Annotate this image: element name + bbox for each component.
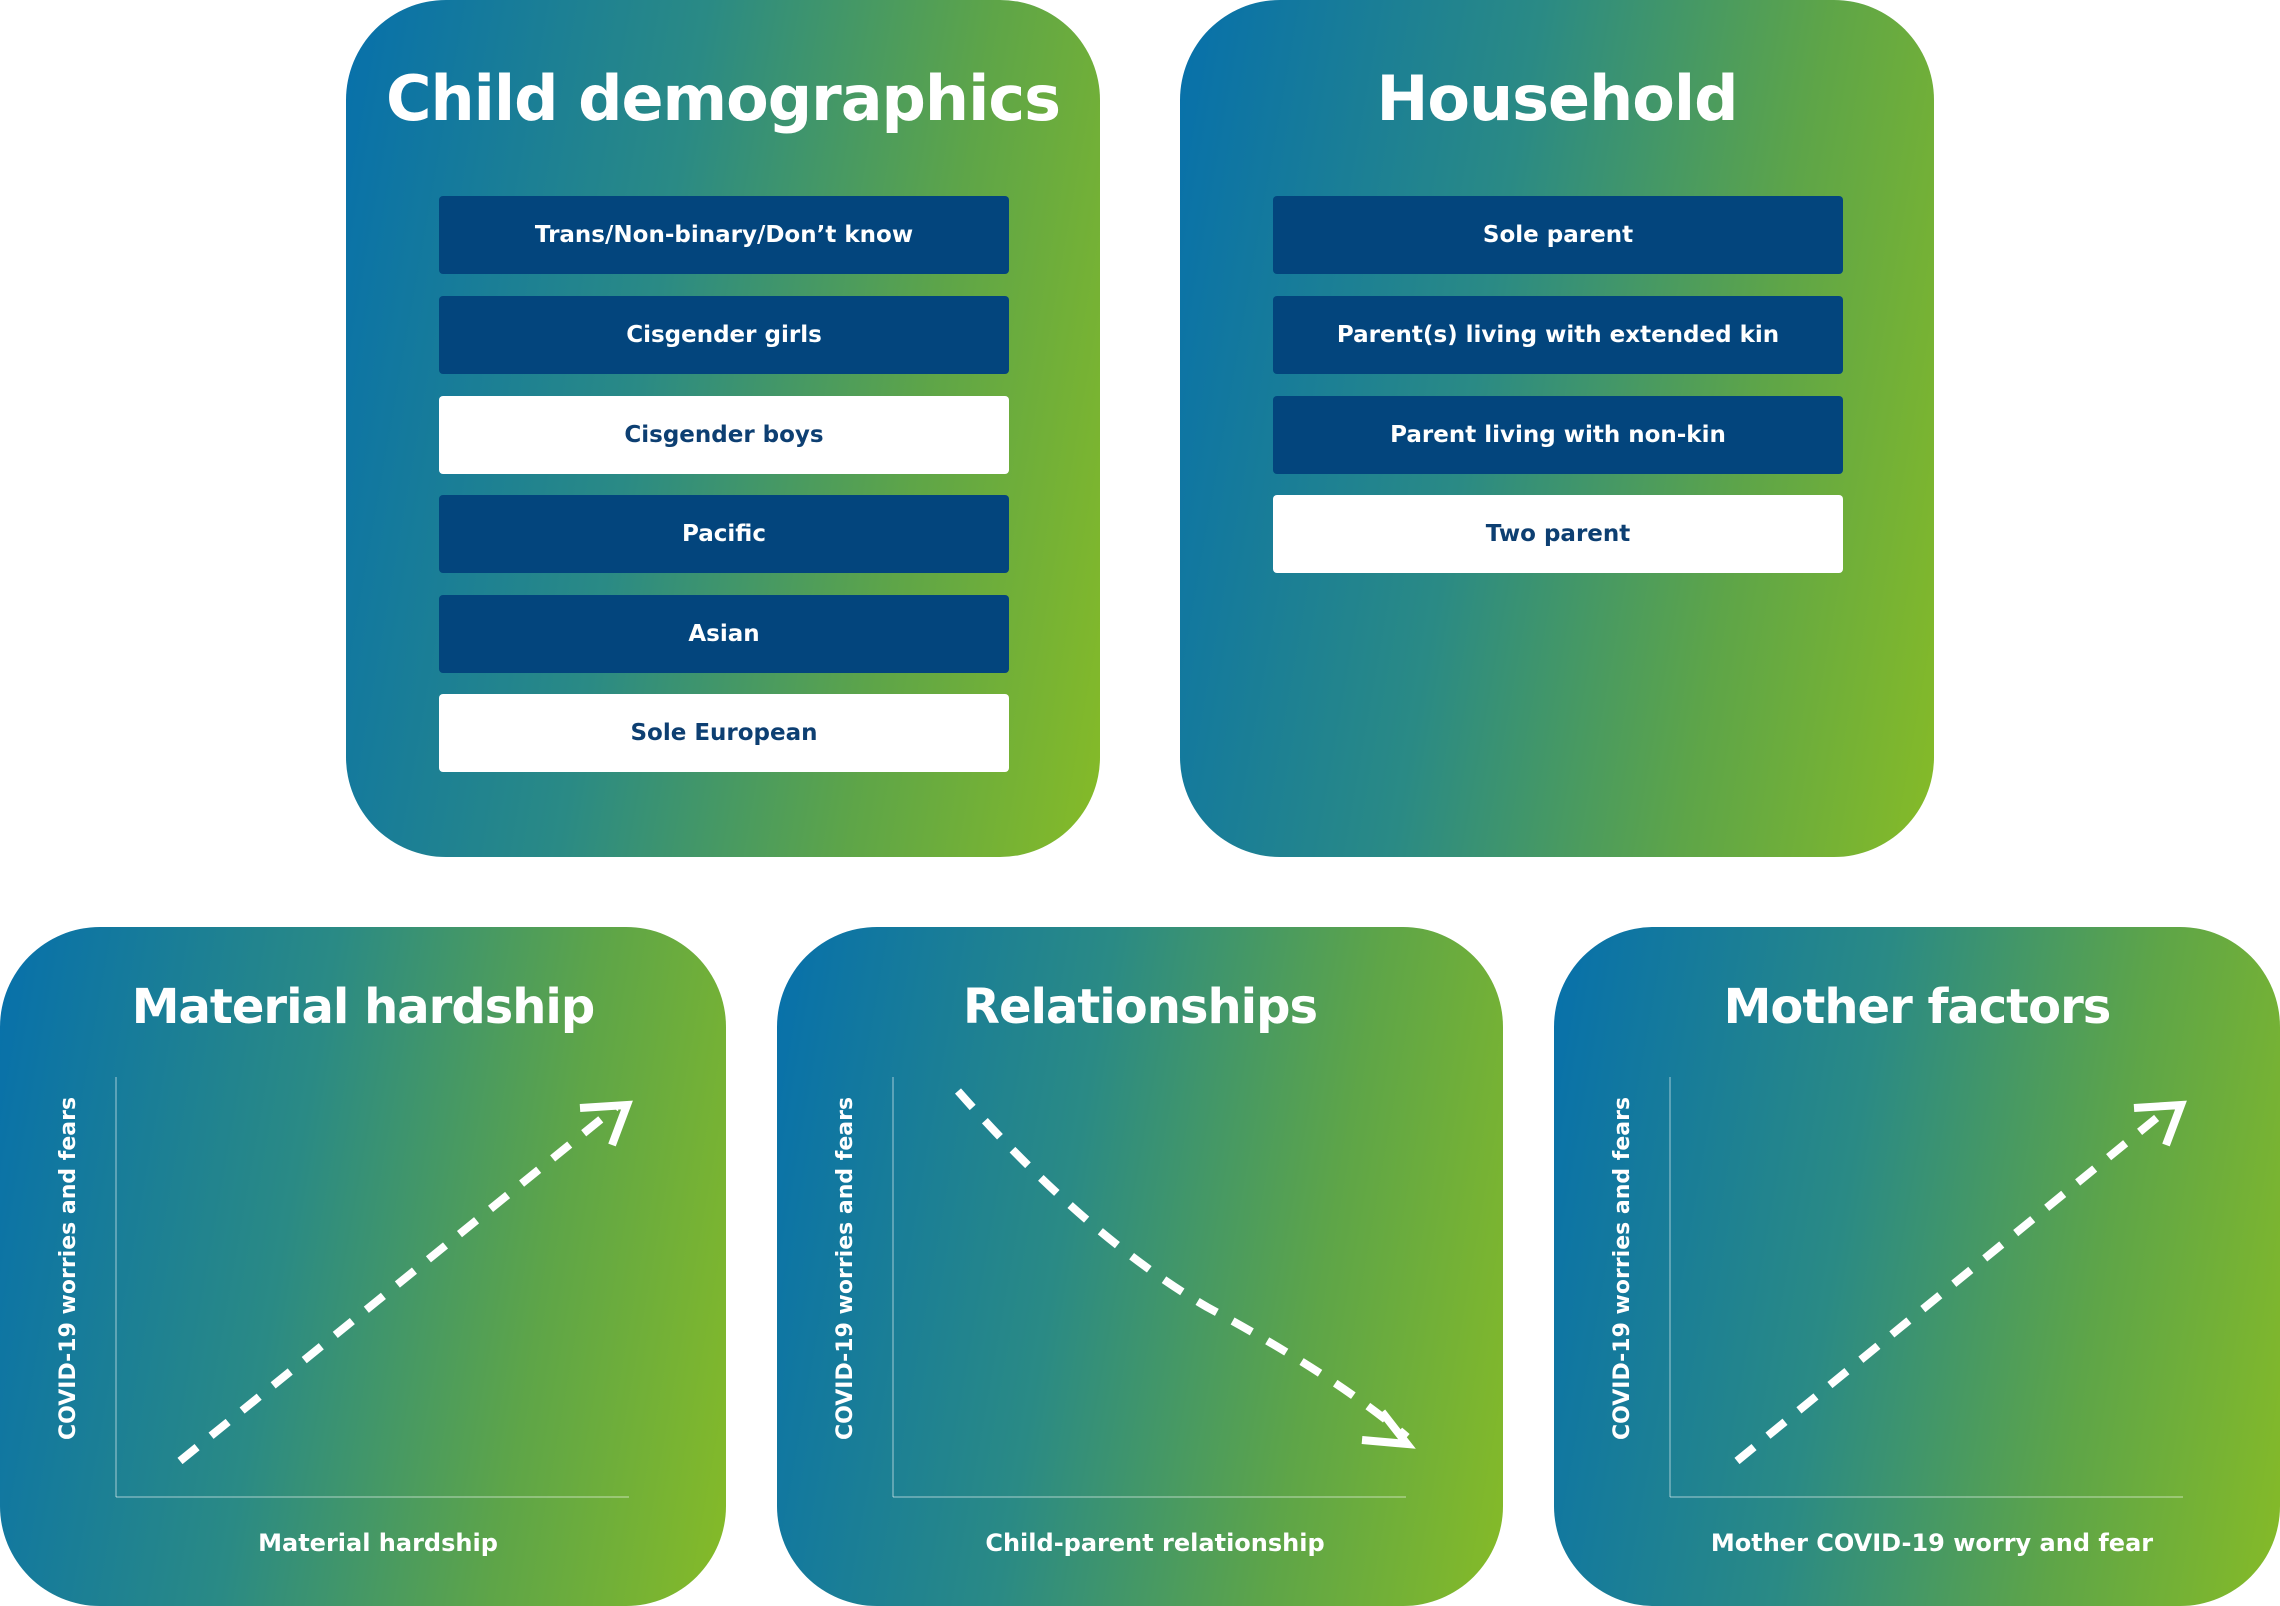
category-pacific: Pacific <box>439 495 1009 573</box>
y-axis-label: COVID-19 worries and fears <box>833 1096 858 1440</box>
arrow-head <box>2133 1100 2187 1147</box>
category-extended-kin: Parent(s) living with extended kin <box>1273 296 1843 374</box>
y-axis-label: COVID-19 worries and fears <box>1610 1096 1635 1440</box>
trend-line-dashed <box>1734 1103 2173 1465</box>
trend-line-dashed <box>177 1103 619 1465</box>
category-two-parent: Two parent <box>1273 495 1843 573</box>
card-title: Mother factors <box>1723 979 2112 1035</box>
category-asian: Asian <box>439 595 1009 673</box>
card-relationships: Relationships COVID-19 worries and fears… <box>777 927 1503 1606</box>
card-mother-factors: Mother factors COVID-19 worries and fear… <box>1554 927 2280 1606</box>
trend-plot <box>892 1077 1416 1498</box>
category-non-kin: Parent living with non-kin <box>1273 396 1843 474</box>
card-title: Child demographics <box>386 62 1061 135</box>
category-cisgender-boys: Cisgender boys <box>439 396 1009 474</box>
trend-plot <box>1669 1077 2187 1498</box>
card-title: Material hardship <box>131 979 595 1035</box>
category-sole-european: Sole European <box>439 694 1009 772</box>
trend-plot <box>115 1077 633 1498</box>
arrow-head <box>579 1100 633 1147</box>
card-child-demographics: Child demographics Trans/Non-binary/Don’… <box>346 0 1100 857</box>
category-trans-nonbinary: Trans/Non-binary/Don’t know <box>439 196 1009 274</box>
card-household: Household Sole parent Parent(s) living w… <box>1180 0 1934 857</box>
category-cisgender-girls: Cisgender girls <box>439 296 1009 374</box>
arrow-head <box>1361 1409 1416 1449</box>
card-title: Relationships <box>962 979 1318 1035</box>
y-axis-label: COVID-19 worries and fears <box>56 1096 81 1440</box>
card-material-hardship: Material hardship COVID-19 worries and f… <box>0 927 726 1606</box>
card-title: Household <box>1376 62 1739 135</box>
trend-line-dashed <box>955 1088 1410 1441</box>
x-axis-label: Child-parent relationship <box>985 1529 1325 1557</box>
category-sole-parent: Sole parent <box>1273 196 1843 274</box>
x-axis-label: Material hardship <box>258 1529 498 1557</box>
x-axis-label: Mother COVID-19 worry and fear <box>1710 1529 2154 1557</box>
